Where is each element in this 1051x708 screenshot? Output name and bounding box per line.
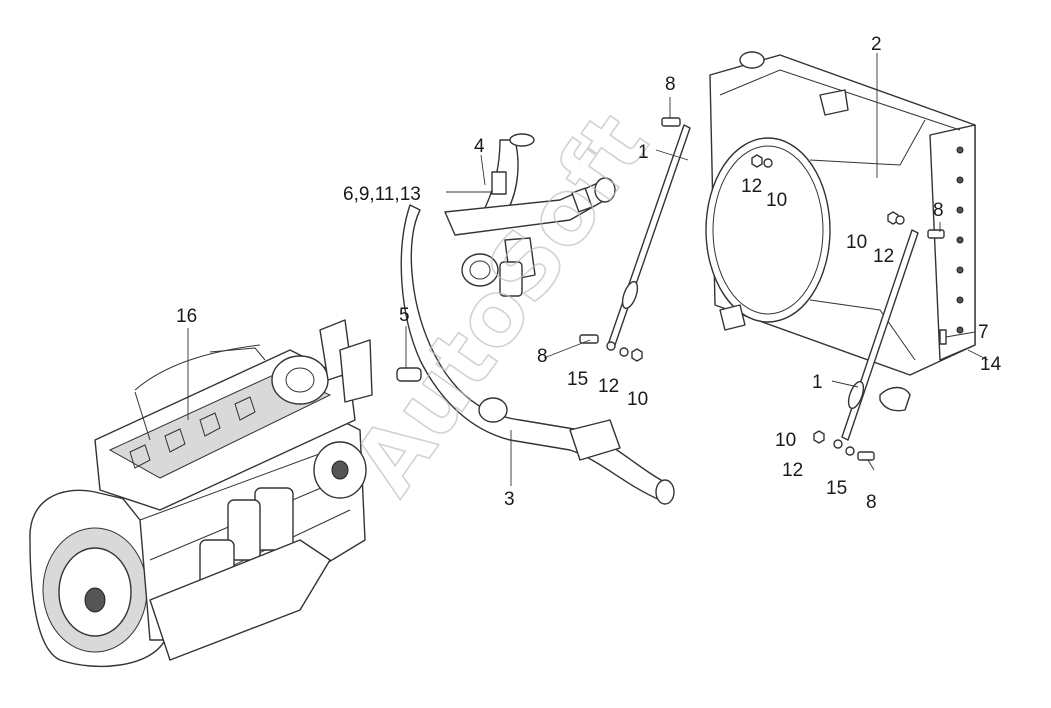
callout-16: 16 xyxy=(176,306,197,327)
callout-1: 1 xyxy=(638,142,649,163)
callout-5: 5 xyxy=(399,305,410,326)
callout-8: 8 xyxy=(933,200,944,221)
radiator-assembly xyxy=(705,51,976,412)
callout-14: 14 xyxy=(980,354,1002,375)
callout-12: 12 xyxy=(782,460,803,481)
callout-10: 10 xyxy=(766,190,787,211)
callout-2: 2 xyxy=(871,34,882,55)
callout-8: 8 xyxy=(665,74,676,95)
callout-8: 8 xyxy=(537,346,548,367)
callout-8: 8 xyxy=(866,492,877,513)
leader-lines xyxy=(187,53,989,486)
callout-12: 12 xyxy=(873,246,894,267)
lower-coolant-pipe xyxy=(400,204,675,505)
callout-3: 3 xyxy=(504,489,515,510)
callout-10: 10 xyxy=(846,232,867,253)
callout-6-9-11-13: 6,9,11,13 xyxy=(343,184,421,205)
callout-15: 15 xyxy=(567,369,588,390)
engine-assembly xyxy=(29,319,373,668)
callout-10: 10 xyxy=(627,389,648,410)
stay-rod-lower xyxy=(841,229,919,441)
callout-12: 12 xyxy=(741,176,762,197)
fitting-5 xyxy=(396,367,422,382)
callout-1: 1 xyxy=(812,372,823,393)
fasteners xyxy=(579,117,947,461)
callout-4: 4 xyxy=(474,136,485,157)
callout-10: 10 xyxy=(775,430,796,451)
callout-12: 12 xyxy=(598,376,619,397)
callout-7: 7 xyxy=(978,322,989,343)
upper-coolant-pipe xyxy=(444,133,616,297)
callouts: 1 1 2 3 4 5 6,9,11,13 7 8 8 8 8 10 10 10… xyxy=(176,34,1002,513)
callout-15: 15 xyxy=(826,478,847,499)
